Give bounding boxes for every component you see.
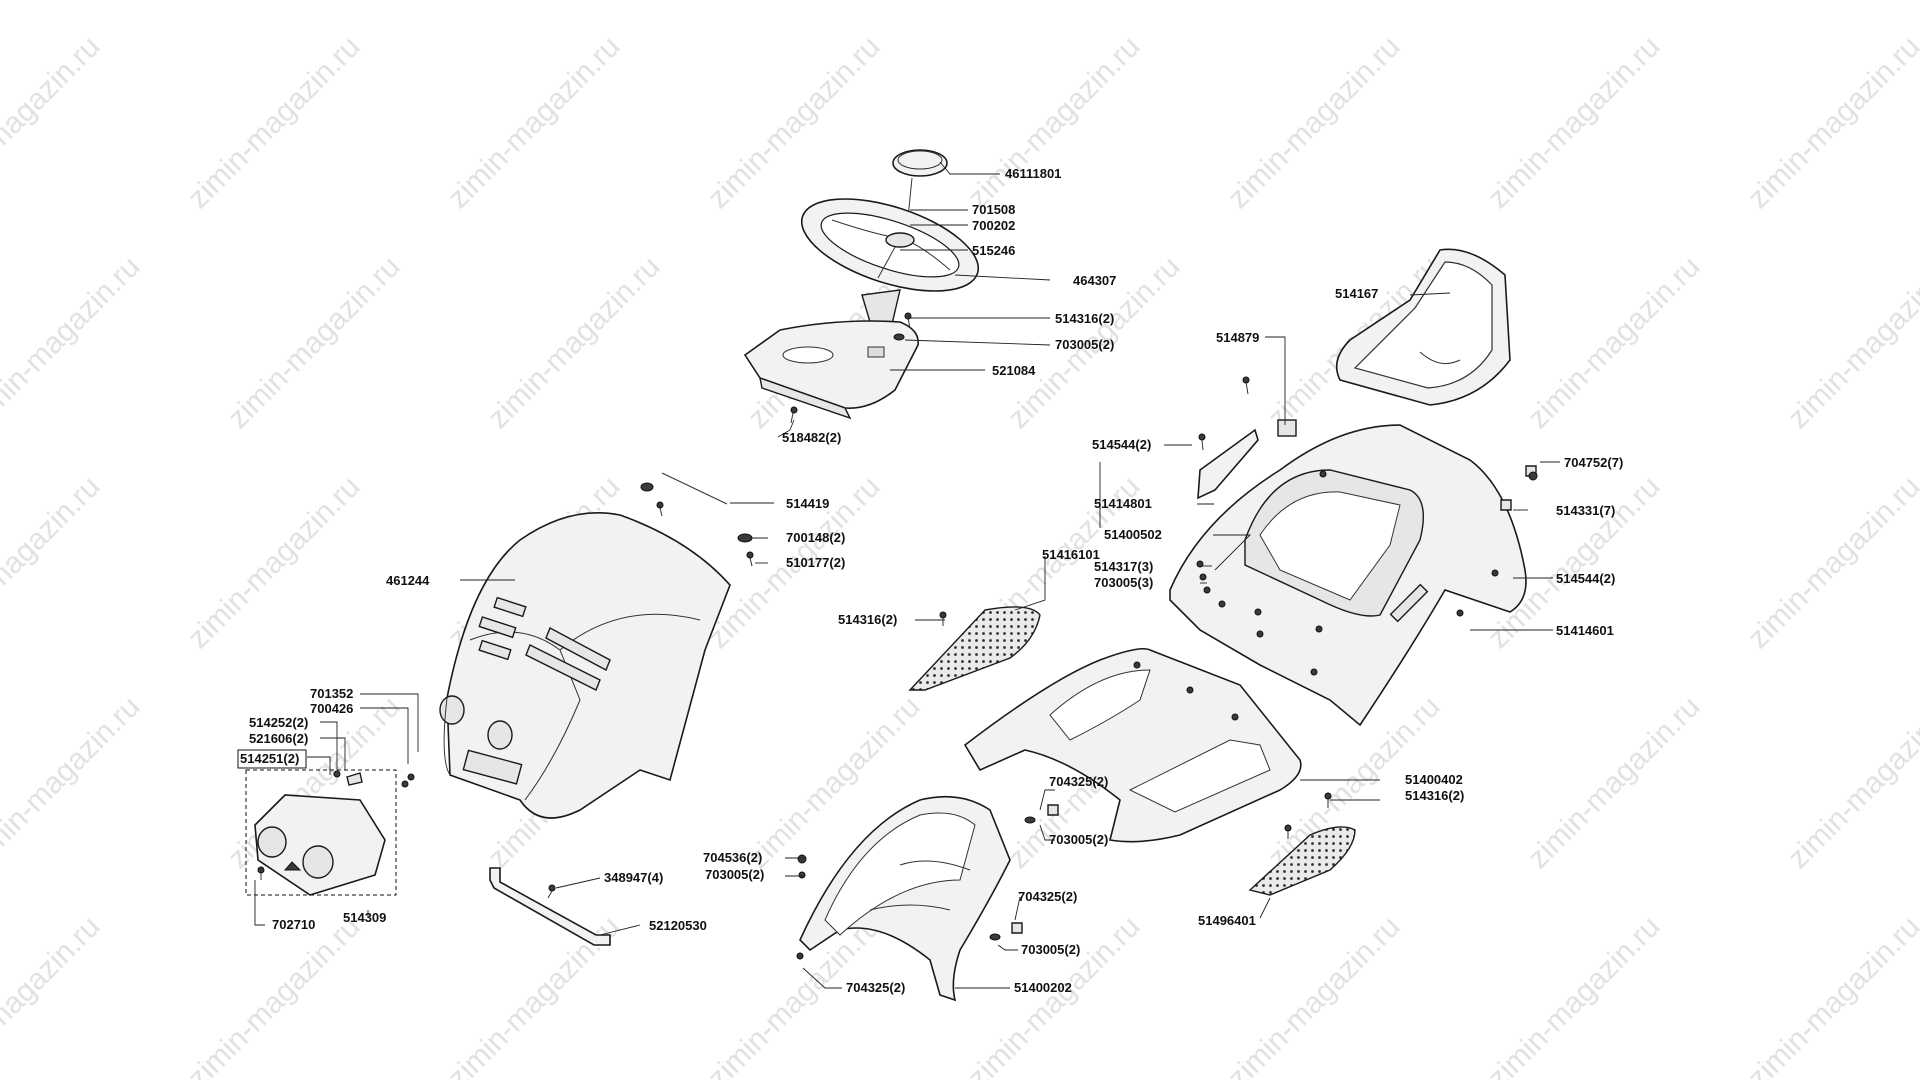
front-lower-panel bbox=[799, 795, 1011, 1002]
watermark-text: zimin-magazin.ru bbox=[0, 910, 106, 1080]
label-514419: 514419 bbox=[786, 496, 829, 511]
label-704536: 704536(2) bbox=[703, 850, 762, 865]
label-51496401: 51496401 bbox=[1198, 913, 1256, 928]
front-hood bbox=[439, 512, 731, 819]
watermark-text: zimin-magazin.ru bbox=[1742, 30, 1920, 215]
label-700148: 700148(2) bbox=[786, 530, 845, 545]
label-51416101: 51416101 bbox=[1042, 547, 1100, 562]
support-bracket bbox=[489, 867, 611, 946]
label-515246: 515246 bbox=[972, 243, 1015, 258]
headlight-housing bbox=[245, 769, 397, 896]
floor-panel bbox=[963, 647, 1302, 843]
watermark-text: zimin-magazin.ru bbox=[1782, 250, 1920, 435]
fastener-washer bbox=[640, 482, 754, 567]
watermark-text: zimin-magazin.ru bbox=[442, 30, 627, 215]
label-521606: 521606(2) bbox=[249, 731, 308, 746]
leader-lines bbox=[254, 161, 1560, 989]
headlight-fasteners bbox=[257, 770, 415, 880]
label-518482: 518482(2) bbox=[782, 430, 841, 445]
watermark-text: zimin-magazin.ru bbox=[702, 910, 887, 1080]
label-514316-footrest: 514316(2) bbox=[838, 612, 897, 627]
watermark-text: zimin-magazin.ru bbox=[0, 250, 146, 435]
label-464307: 464307 bbox=[1073, 273, 1116, 288]
label-514544-right: 514544(2) bbox=[1556, 571, 1615, 586]
watermark-text: zimin-magazin.ru bbox=[222, 250, 407, 435]
side-trim-left bbox=[1197, 428, 1259, 500]
label-704325-mid: 704325(2) bbox=[1018, 889, 1077, 904]
watermark-text: zimin-magazin.ru bbox=[182, 30, 367, 215]
rear-body-fasteners bbox=[1196, 465, 1538, 676]
footrest-right bbox=[1248, 792, 1356, 896]
seat-switch bbox=[1242, 376, 1297, 437]
front-lower-fasteners bbox=[796, 804, 1059, 960]
label-514252: 514252(2) bbox=[249, 715, 308, 730]
label-701508: 701508 bbox=[972, 202, 1015, 217]
hood-rod bbox=[661, 472, 728, 505]
watermark-text: zimin-magazin.ru bbox=[182, 910, 367, 1080]
watermark-text: zimin-magazin.ru bbox=[1222, 30, 1407, 215]
watermark-text: zimin-magazin.ru bbox=[962, 30, 1147, 215]
label-46111801: 46111801 bbox=[1005, 166, 1061, 181]
part-labels: 46111801 701508 700202 515246 464307 514… bbox=[237, 166, 1623, 995]
label-52120530: 52120530 bbox=[649, 918, 707, 933]
steering-wheel-cap bbox=[892, 149, 948, 177]
seat bbox=[1335, 248, 1511, 406]
label-514331: 514331(7) bbox=[1556, 503, 1615, 518]
watermark-text: zimin-magazin.ru bbox=[182, 470, 367, 655]
steering-column-cover bbox=[743, 320, 919, 420]
watermark-text: zimin-magazin.ru bbox=[1782, 690, 1920, 875]
label-703005-mid: 703005(2) bbox=[1021, 942, 1080, 957]
label-704325-upper: 704325(2) bbox=[1049, 774, 1108, 789]
label-514316-steering: 514316(2) bbox=[1055, 311, 1114, 326]
watermark-text: zimin-magazin.ru bbox=[0, 30, 106, 215]
label-514316-floor: 514316(2) bbox=[1405, 788, 1464, 803]
label-51400402: 51400402 bbox=[1405, 772, 1463, 787]
label-514251: 514251(2) bbox=[240, 751, 299, 766]
watermark-text: zimin-magazin.ru bbox=[1742, 910, 1920, 1080]
watermark-text: zimin-magazin.ru bbox=[0, 470, 106, 655]
watermark-text: zimin-magazin.ru bbox=[702, 30, 887, 215]
label-514167: 514167 bbox=[1335, 286, 1378, 301]
watermark-text: zimin-magazin.ru bbox=[1482, 910, 1667, 1080]
label-704752: 704752(7) bbox=[1564, 455, 1623, 470]
label-703005-body: 703005(3) bbox=[1094, 575, 1153, 590]
watermark-text: zimin-magazin.ru bbox=[1222, 910, 1407, 1080]
label-51414801: 51414801 bbox=[1094, 496, 1152, 511]
fastener-screw bbox=[790, 312, 912, 424]
watermark-text: zimin-magazin.ru bbox=[0, 690, 146, 875]
footrest-left bbox=[908, 606, 1041, 691]
label-703005-steering: 703005(2) bbox=[1055, 337, 1114, 352]
label-348947: 348947(4) bbox=[604, 870, 663, 885]
label-514879: 514879 bbox=[1216, 330, 1259, 345]
label-514251-box bbox=[237, 749, 307, 769]
label-514544-left: 514544(2) bbox=[1092, 437, 1151, 452]
watermark-text: zimin-magazin.ru bbox=[482, 250, 667, 435]
label-704325-lower: 704325(2) bbox=[846, 980, 905, 995]
label-521084: 521084 bbox=[992, 363, 1036, 378]
label-510177: 510177(2) bbox=[786, 555, 845, 570]
watermark-text: zimin-magazin.ru bbox=[1522, 690, 1707, 875]
watermark-text: zimin-magazin.ru bbox=[1742, 470, 1920, 655]
label-702710: 702710 bbox=[272, 917, 315, 932]
label-461244: 461244 bbox=[386, 573, 430, 588]
label-700426: 700426 bbox=[310, 701, 353, 716]
label-700202: 700202 bbox=[972, 218, 1015, 233]
watermark-text: zimin-magazin.ru bbox=[1522, 250, 1707, 435]
label-51414601: 51414601 bbox=[1556, 623, 1614, 638]
label-701352: 701352 bbox=[310, 686, 353, 701]
label-514309: 514309 bbox=[343, 910, 386, 925]
label-514317: 514317(3) bbox=[1094, 559, 1153, 574]
watermark-text: zimin-magazin.ru bbox=[962, 910, 1147, 1080]
label-51400502: 51400502 bbox=[1104, 527, 1162, 542]
label-703005-front: 703005(2) bbox=[705, 867, 764, 882]
watermark-text: zimin-magazin.ru bbox=[1482, 30, 1667, 215]
steering-wheel bbox=[800, 198, 980, 328]
rear-body-shell bbox=[1169, 424, 1527, 727]
label-51400202: 51400202 bbox=[1014, 980, 1072, 995]
label-703005-upper: 703005(2) bbox=[1049, 832, 1108, 847]
